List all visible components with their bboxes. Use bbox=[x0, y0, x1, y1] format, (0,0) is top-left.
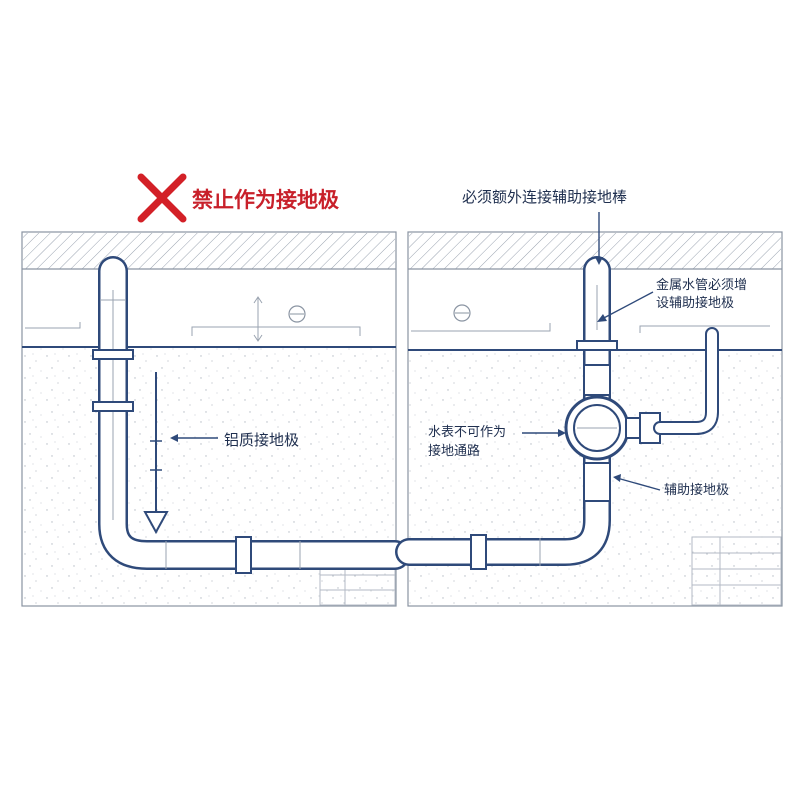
right-title-block bbox=[691, 536, 782, 606]
pipe-note-line2: 设辅助接地极 bbox=[656, 296, 735, 311]
left-wall-ledge bbox=[191, 326, 361, 336]
pipe-note-leader bbox=[599, 291, 654, 321]
left-water-pipe bbox=[92, 256, 410, 574]
right-wall-ledge bbox=[411, 323, 551, 332]
right-panel-title: 必须额外连接辅助接地棒 bbox=[462, 188, 628, 206]
left-pipe-clamp-2 bbox=[92, 401, 134, 412]
right-pipe-fitting-top bbox=[583, 364, 611, 396]
left-wall-detail bbox=[25, 322, 81, 329]
rod-label: 铝质接地极 bbox=[224, 431, 300, 449]
meter-note-line2: 接地通路 bbox=[428, 444, 481, 459]
meter-note-line1: 水表不可作为 bbox=[428, 425, 507, 440]
left-pipe-clamp-1 bbox=[92, 349, 134, 360]
left-aluminium-rod bbox=[143, 372, 169, 535]
right-pipe-fitting-bottom bbox=[583, 462, 611, 502]
right-pipe-clamp bbox=[576, 340, 618, 351]
left-panel bbox=[21, 231, 410, 607]
right-water-pipe bbox=[395, 256, 618, 570]
aux-label-leader bbox=[616, 477, 661, 491]
red-x-icon bbox=[137, 173, 187, 223]
water-meter-icon bbox=[564, 395, 661, 461]
left-ceiling-hatch bbox=[23, 233, 395, 269]
left-pipe-coupling bbox=[235, 536, 252, 574]
aux-bypass-pipe bbox=[653, 327, 719, 435]
aux-label: 辅助接地极 bbox=[664, 483, 730, 498]
pipe-note-line1: 金属水管必须增 bbox=[656, 278, 748, 293]
left-panel-title: 禁止作为接地极 bbox=[192, 188, 339, 212]
right-panel bbox=[395, 212, 783, 607]
right-pipe-coupling bbox=[470, 534, 487, 570]
